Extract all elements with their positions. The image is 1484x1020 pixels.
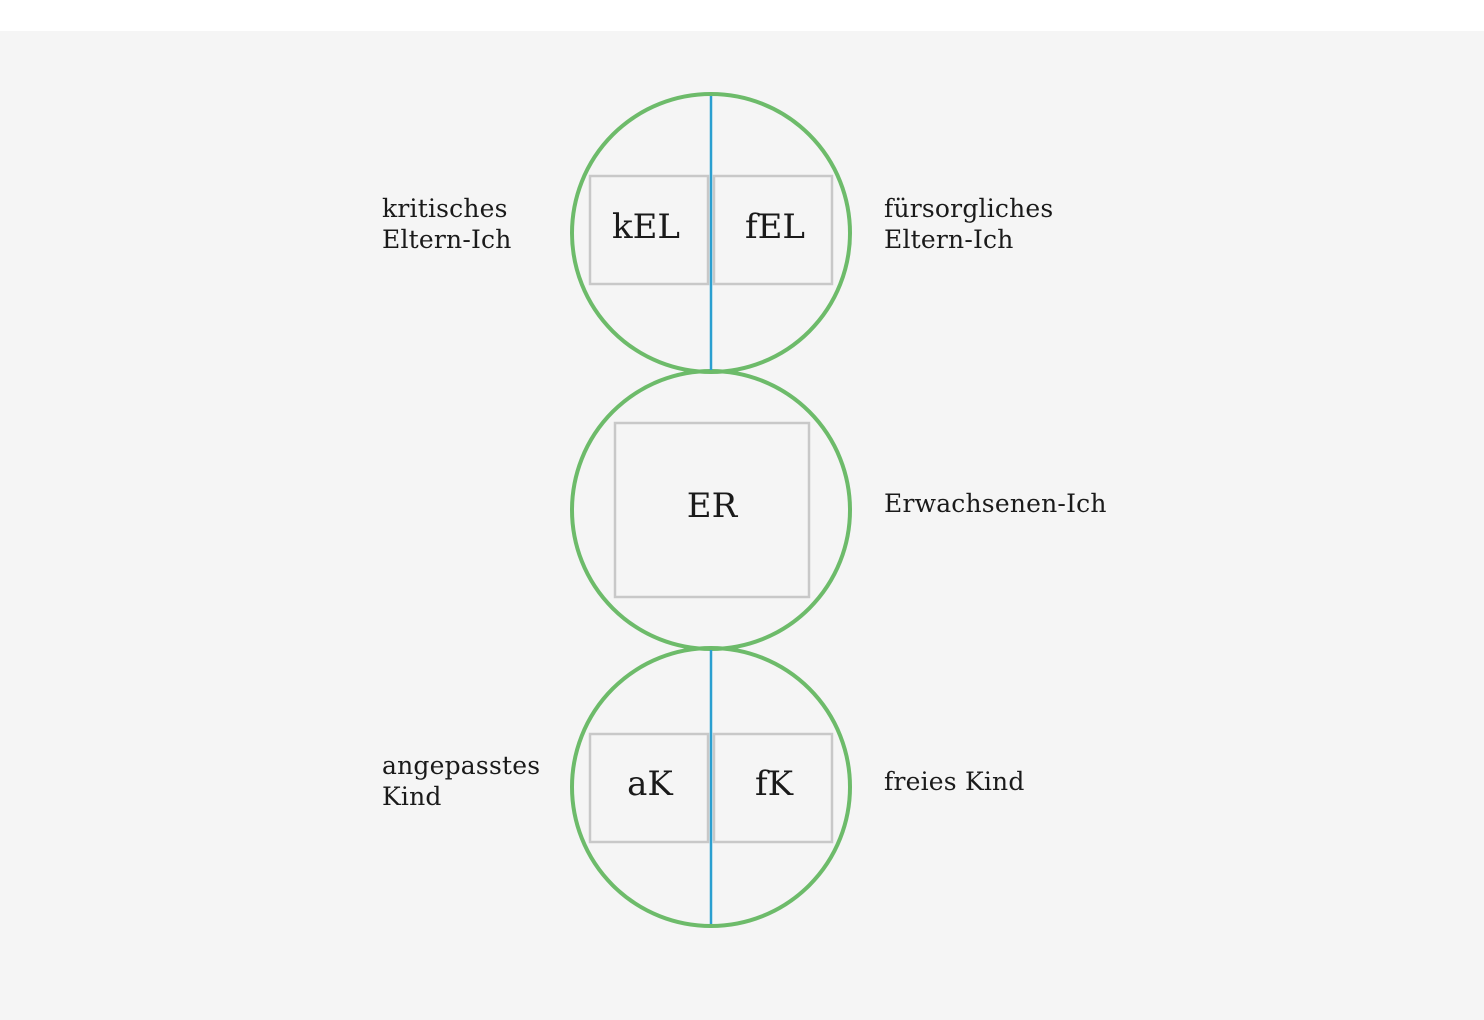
label-free-child: freies Kind bbox=[884, 766, 1025, 797]
label-critical-parent-line-2: Eltern-Ich bbox=[382, 225, 512, 254]
label-adult: Erwachsenen-Ich bbox=[884, 488, 1107, 519]
diagram-panel bbox=[0, 31, 1484, 1020]
box-fel bbox=[712, 174, 834, 286]
box-er-label: ER bbox=[687, 486, 739, 526]
label-nurturing-parent-line-1: fürsorgliches bbox=[884, 194, 1054, 223]
label-critical-parent: kritisches Eltern-Ich bbox=[382, 193, 512, 255]
box-kel bbox=[588, 174, 710, 286]
label-free-child-line-1: freies Kind bbox=[884, 767, 1025, 796]
box-fk-label: fK bbox=[755, 764, 794, 804]
box-ak bbox=[588, 732, 710, 844]
label-adapted-child-line-1: angepasstes bbox=[382, 751, 541, 780]
label-adult-line-1: Erwachsenen-Ich bbox=[884, 489, 1107, 518]
box-ak-label: aK bbox=[627, 764, 673, 804]
label-nurturing-parent-line-2: Eltern-Ich bbox=[884, 225, 1014, 254]
box-er bbox=[613, 421, 811, 599]
box-fel-label: fEL bbox=[745, 207, 805, 247]
child-ego-circle bbox=[570, 646, 852, 928]
label-nurturing-parent: fürsorgliches Eltern-Ich bbox=[884, 193, 1053, 255]
box-kel-label: kEL bbox=[612, 207, 680, 247]
label-critical-parent-line-1: kritisches bbox=[382, 194, 508, 223]
box-fk bbox=[712, 732, 834, 844]
label-adapted-child-line-2: Kind bbox=[382, 782, 442, 811]
label-adapted-child: angepasstes Kind bbox=[382, 750, 540, 812]
